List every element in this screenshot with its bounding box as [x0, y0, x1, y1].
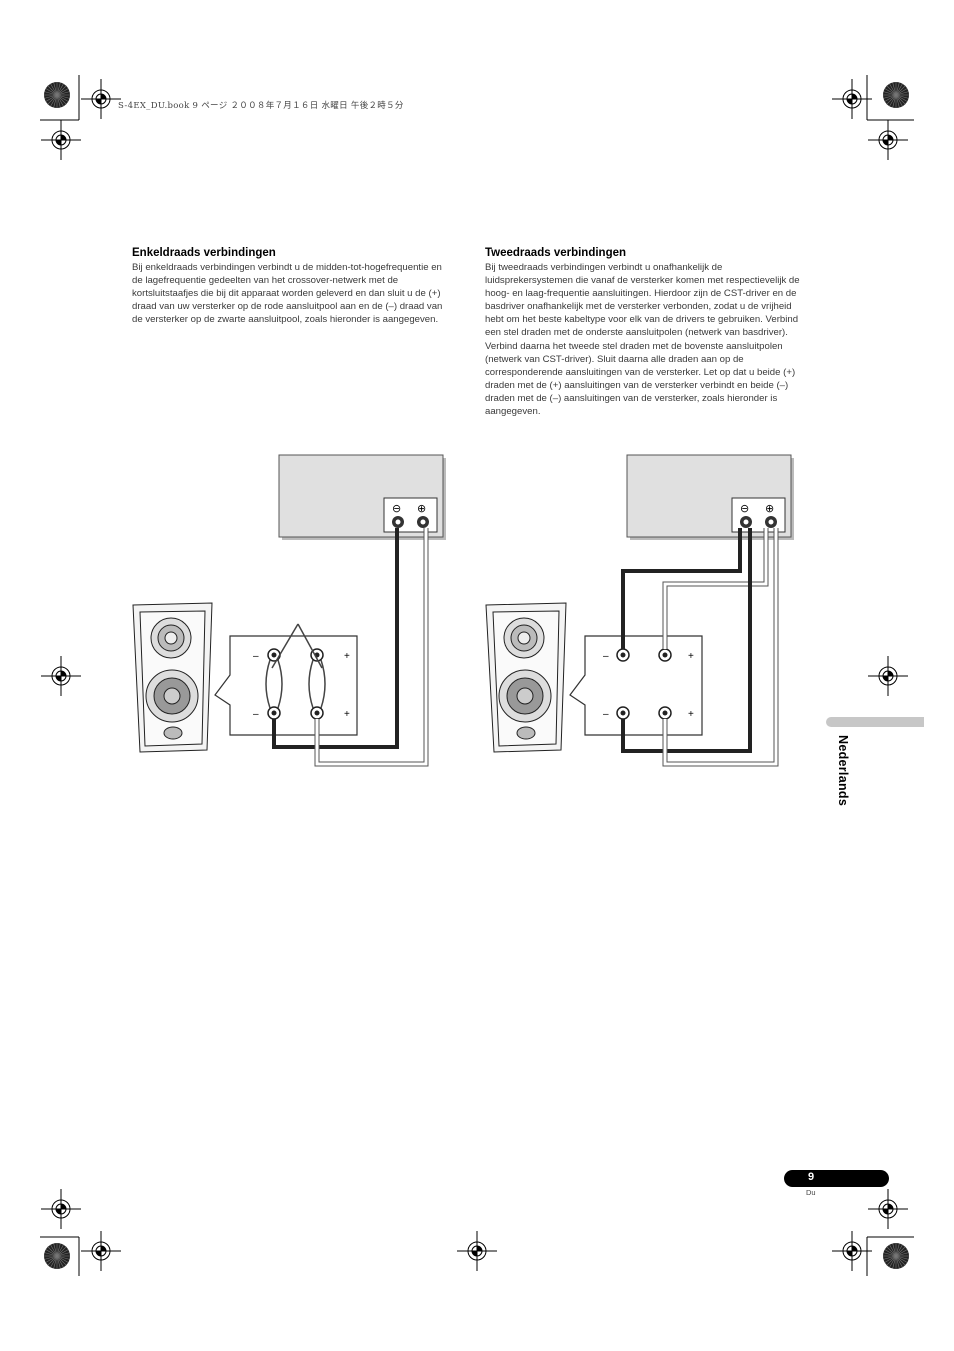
- language-code: Du: [806, 1188, 816, 1197]
- registration-target: [81, 79, 121, 119]
- amp-plus-symbol: ⊕: [417, 502, 426, 515]
- terminal-plus-top: +: [344, 651, 350, 662]
- terminal-minus-top: –: [603, 651, 609, 662]
- registration-target: [868, 656, 908, 696]
- registration-target: [41, 1189, 81, 1229]
- upper-negative-wire: [621, 528, 742, 649]
- registration-target: [81, 1231, 121, 1271]
- speaker-cabinet: [485, 602, 567, 753]
- single-wire-section: Enkeldraads verbindingen Bij enkeldraads…: [132, 247, 450, 326]
- registration-dial: [44, 1243, 70, 1269]
- amp-plus-symbol: ⊕: [765, 502, 774, 515]
- speaker-cabinet: [132, 602, 213, 753]
- terminal-minus-bottom: –: [603, 709, 609, 720]
- amp-minus-symbol: ⊖: [392, 502, 401, 515]
- terminal-minus-bottom: –: [253, 709, 259, 720]
- terminal-panel: [569, 635, 703, 736]
- registration-target: [868, 1189, 908, 1229]
- amplifier-box: [626, 454, 794, 540]
- amp-minus-symbol: ⊖: [740, 502, 749, 515]
- amplifier-box: [278, 454, 446, 540]
- registration-target: [41, 120, 81, 160]
- bi-wire-body: Bij tweedraads verbindingen verbindt u o…: [485, 262, 800, 418]
- negative-wire: [272, 528, 399, 749]
- registration-target: [868, 120, 908, 160]
- registration-target: [41, 656, 81, 696]
- registration-target: [832, 1231, 872, 1271]
- language-tab-label: Nederlands: [836, 735, 850, 807]
- bi-wire-title: Tweedraads verbindingen: [485, 247, 627, 259]
- terminal-plus-bottom: +: [688, 709, 694, 720]
- registration-target: [832, 79, 872, 119]
- single-wire-title: Enkeldraads verbindingen: [132, 247, 276, 259]
- terminal-minus-top: –: [253, 651, 259, 662]
- terminal-plus-bottom: +: [344, 709, 350, 720]
- page-number-pill: [784, 1170, 889, 1187]
- registration-dial: [883, 82, 909, 108]
- lower-negative-wire: [621, 528, 752, 753]
- language-tab: [826, 717, 924, 727]
- page-number: 9: [808, 1171, 815, 1183]
- single-wire-body: Bij enkeldraads verbindingen verbindt u …: [132, 262, 443, 326]
- jumper-bars: [265, 623, 326, 709]
- registration-dial: [883, 1243, 909, 1269]
- file-info-header: S-4EX_DU.book 9 ページ ２００８年７月１６日 水曜日 午後２時５…: [118, 101, 404, 111]
- registration-target: [457, 1231, 497, 1271]
- bi-wire-section: Tweedraads verbindingen Bij tweedraads v…: [485, 247, 803, 418]
- registration-dial: [44, 82, 70, 108]
- terminal-plus-top: +: [688, 651, 694, 662]
